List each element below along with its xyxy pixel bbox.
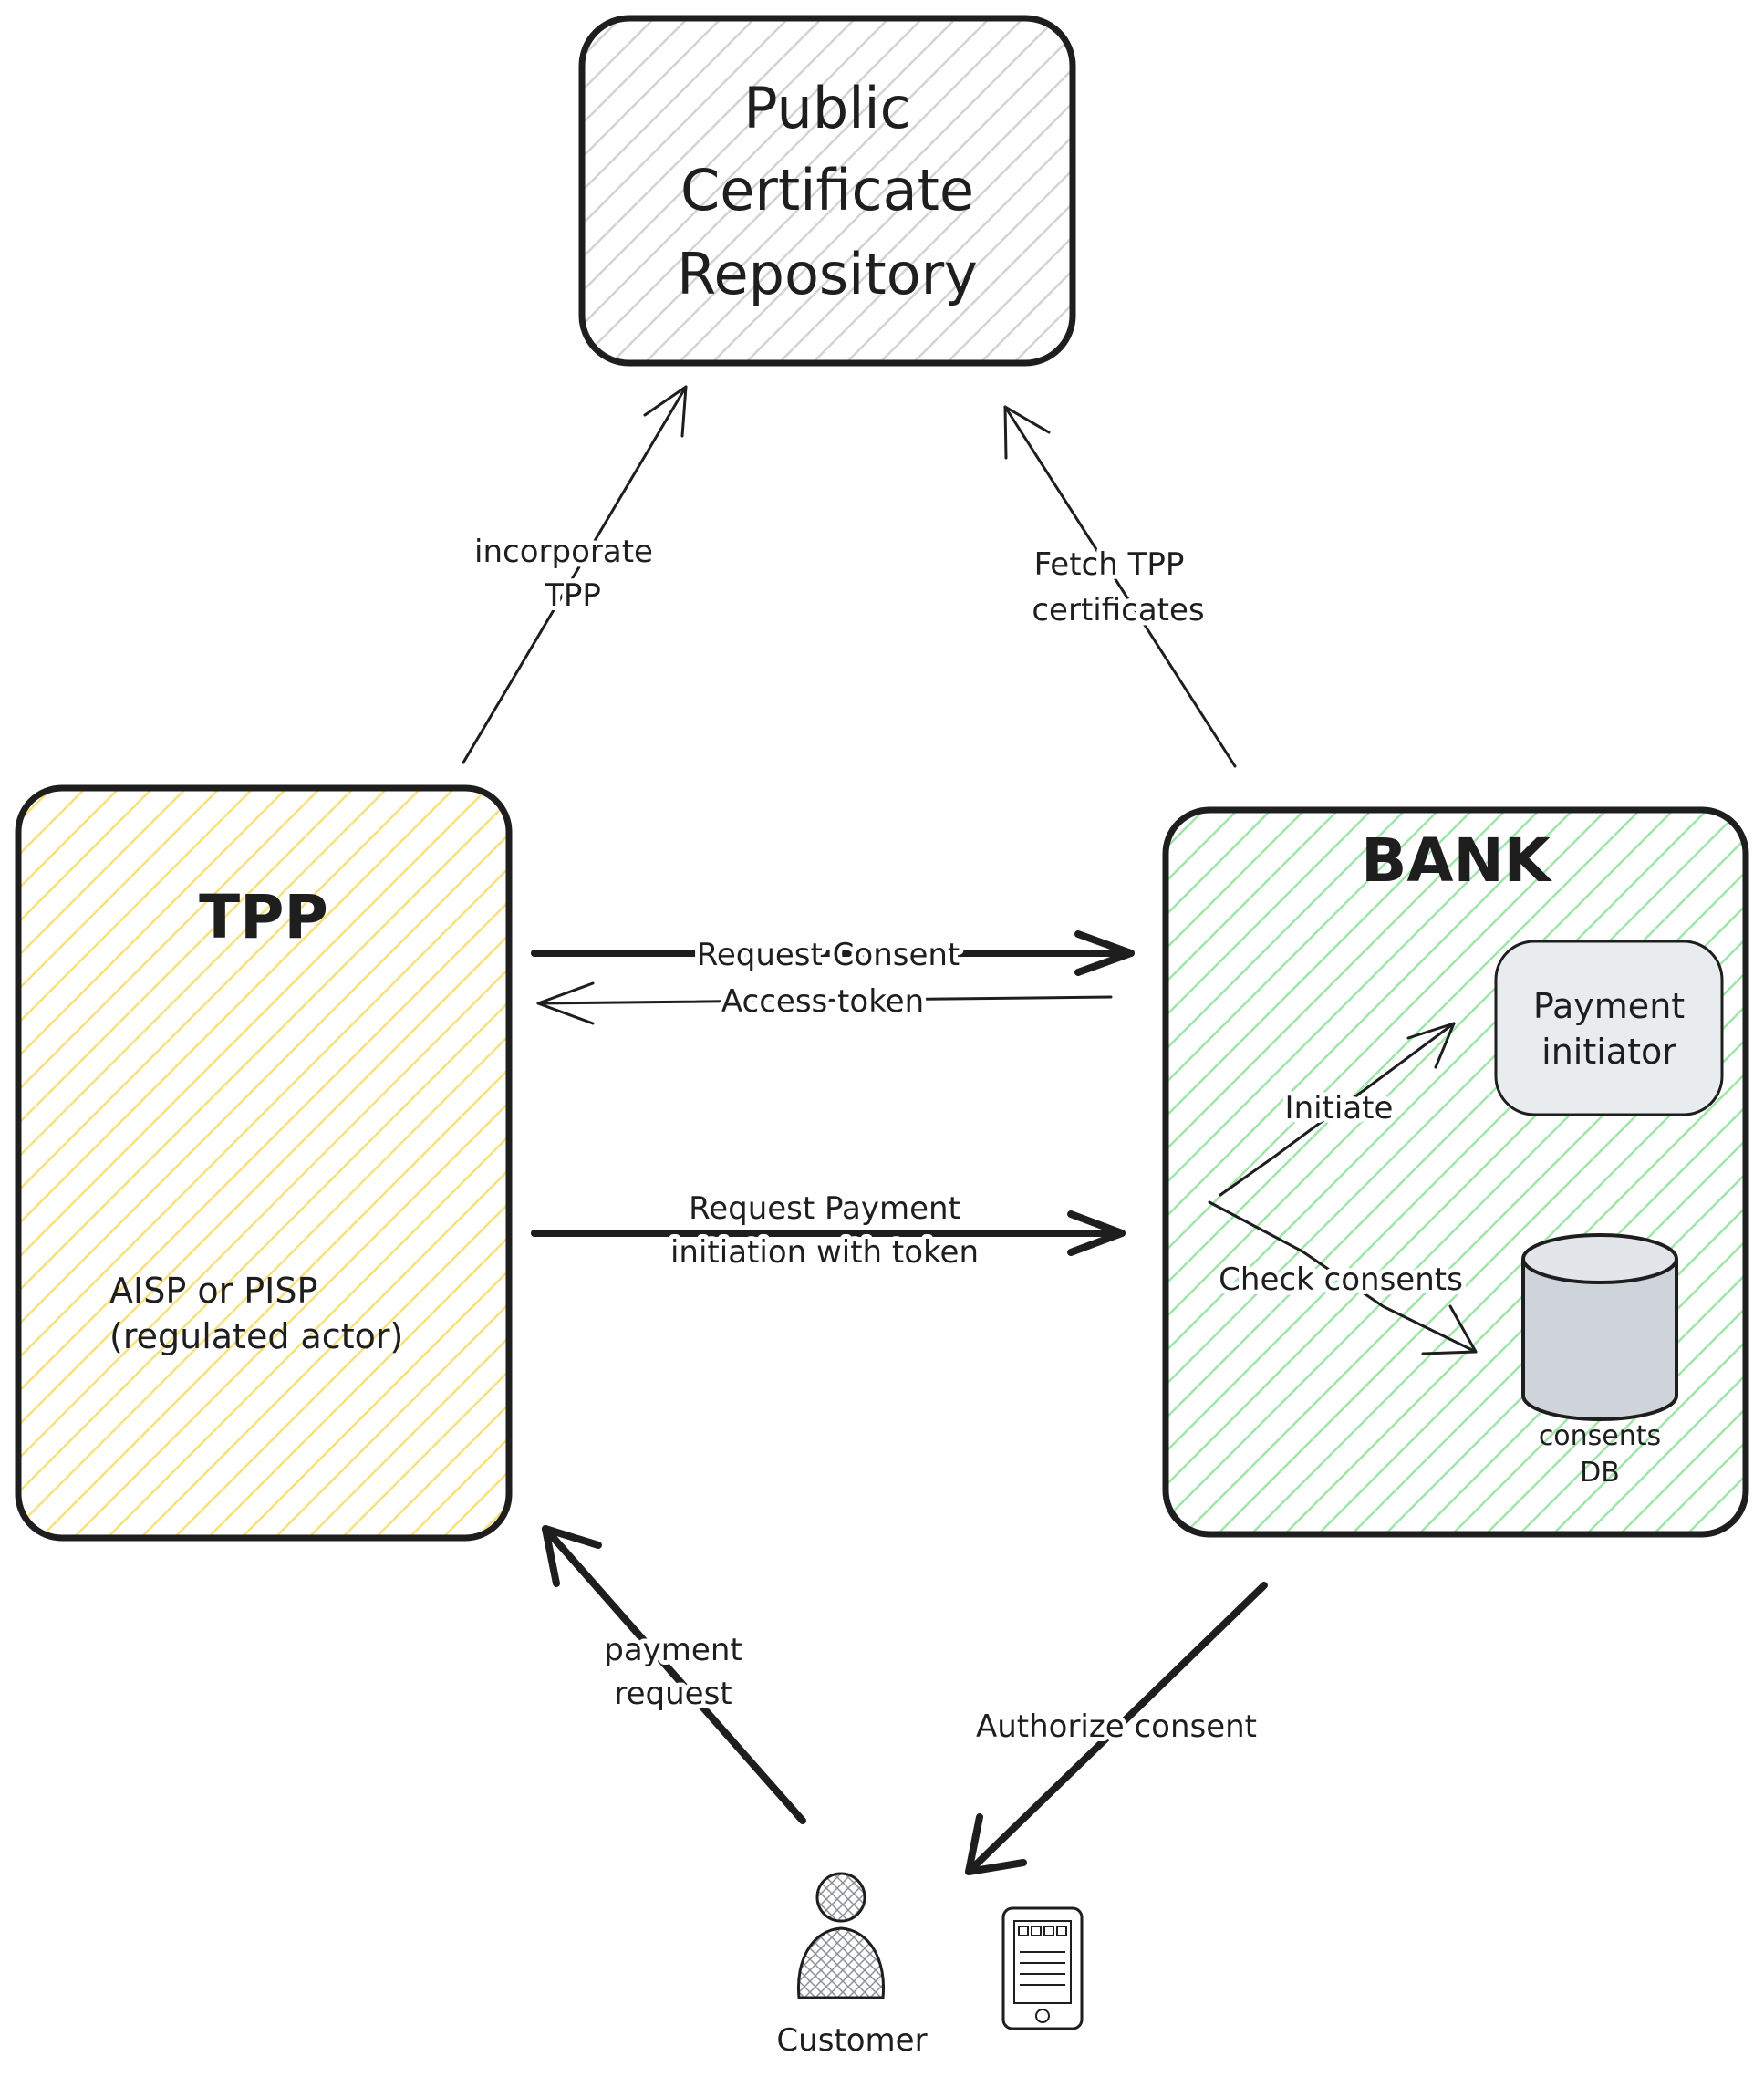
- fetch-label-line-2: certificates: [1032, 592, 1204, 628]
- edge-initiate: Initiate: [1219, 1022, 1456, 1197]
- edge-incorporate-tpp: incorporate TPP: [462, 385, 688, 764]
- payment-request-label-line-2: request: [614, 1676, 732, 1712]
- edge-request-payment: Request Payment initiation with token: [531, 1186, 1126, 1275]
- access-token-label: Access token: [721, 983, 924, 1020]
- consents-db-node: consents DB: [1521, 1233, 1678, 1489]
- tpp-node: TPP AISP or PISP (regulated actor): [15, 784, 513, 1542]
- consents-db-label-line-2: DB: [1580, 1457, 1620, 1489]
- repository-label-line-2: Certificate: [680, 157, 974, 223]
- person-icon: [796, 1872, 886, 1999]
- customer-node: Customer: [776, 1872, 1084, 2059]
- payment-request-label-line-1: payment: [604, 1632, 742, 1668]
- check-consents-label: Check consents: [1219, 1262, 1463, 1298]
- tpp-subtitle-line-1: AISP or PISP: [109, 1271, 317, 1311]
- payment-initiator-label-line-1: Payment: [1533, 986, 1685, 1026]
- repository-label-line-1: Public: [743, 75, 911, 141]
- payment-initiator-node: Payment initiator: [1494, 940, 1724, 1116]
- edge-payment-request: payment request: [542, 1525, 806, 1824]
- edge-fetch-certificates: Fetch TPP certificates: [1003, 405, 1237, 768]
- tpp-title: TPP: [199, 882, 328, 952]
- customer-label: Customer: [776, 2022, 927, 2059]
- initiate-label: Initiate: [1285, 1090, 1394, 1127]
- repository-node: Public Certificate Repository: [578, 15, 1076, 367]
- request-consent-label: Request Consent: [697, 937, 960, 973]
- payment-initiator-label-line-2: initiator: [1541, 1032, 1676, 1072]
- incorporate-label-line-2: TPP: [544, 577, 601, 614]
- incorporate-label-line-1: incorporate: [474, 534, 653, 570]
- bank-title: BANK: [1361, 825, 1553, 896]
- authorize-consent-label: Authorize consent: [976, 1708, 1257, 1745]
- mobile-phone-icon: [1001, 1906, 1084, 2030]
- fetch-label-line-1: Fetch TPP: [1034, 546, 1185, 583]
- repository-label-line-3: Repository: [677, 241, 978, 307]
- edge-authorize-consent: Authorize consent: [965, 1582, 1268, 1875]
- consents-db-label-line-1: consents: [1539, 1420, 1661, 1452]
- edge-access-token: Access token: [536, 979, 1113, 1025]
- tpp-subtitle-line-2: (regulated actor): [109, 1316, 403, 1356]
- request-payment-label-line-2: initiation with token: [670, 1234, 979, 1271]
- request-payment-label-line-1: Request Payment: [689, 1190, 960, 1227]
- edge-check-consents: Check consents: [1208, 1200, 1478, 1355]
- edge-request-consent: Request Consent: [531, 930, 1135, 978]
